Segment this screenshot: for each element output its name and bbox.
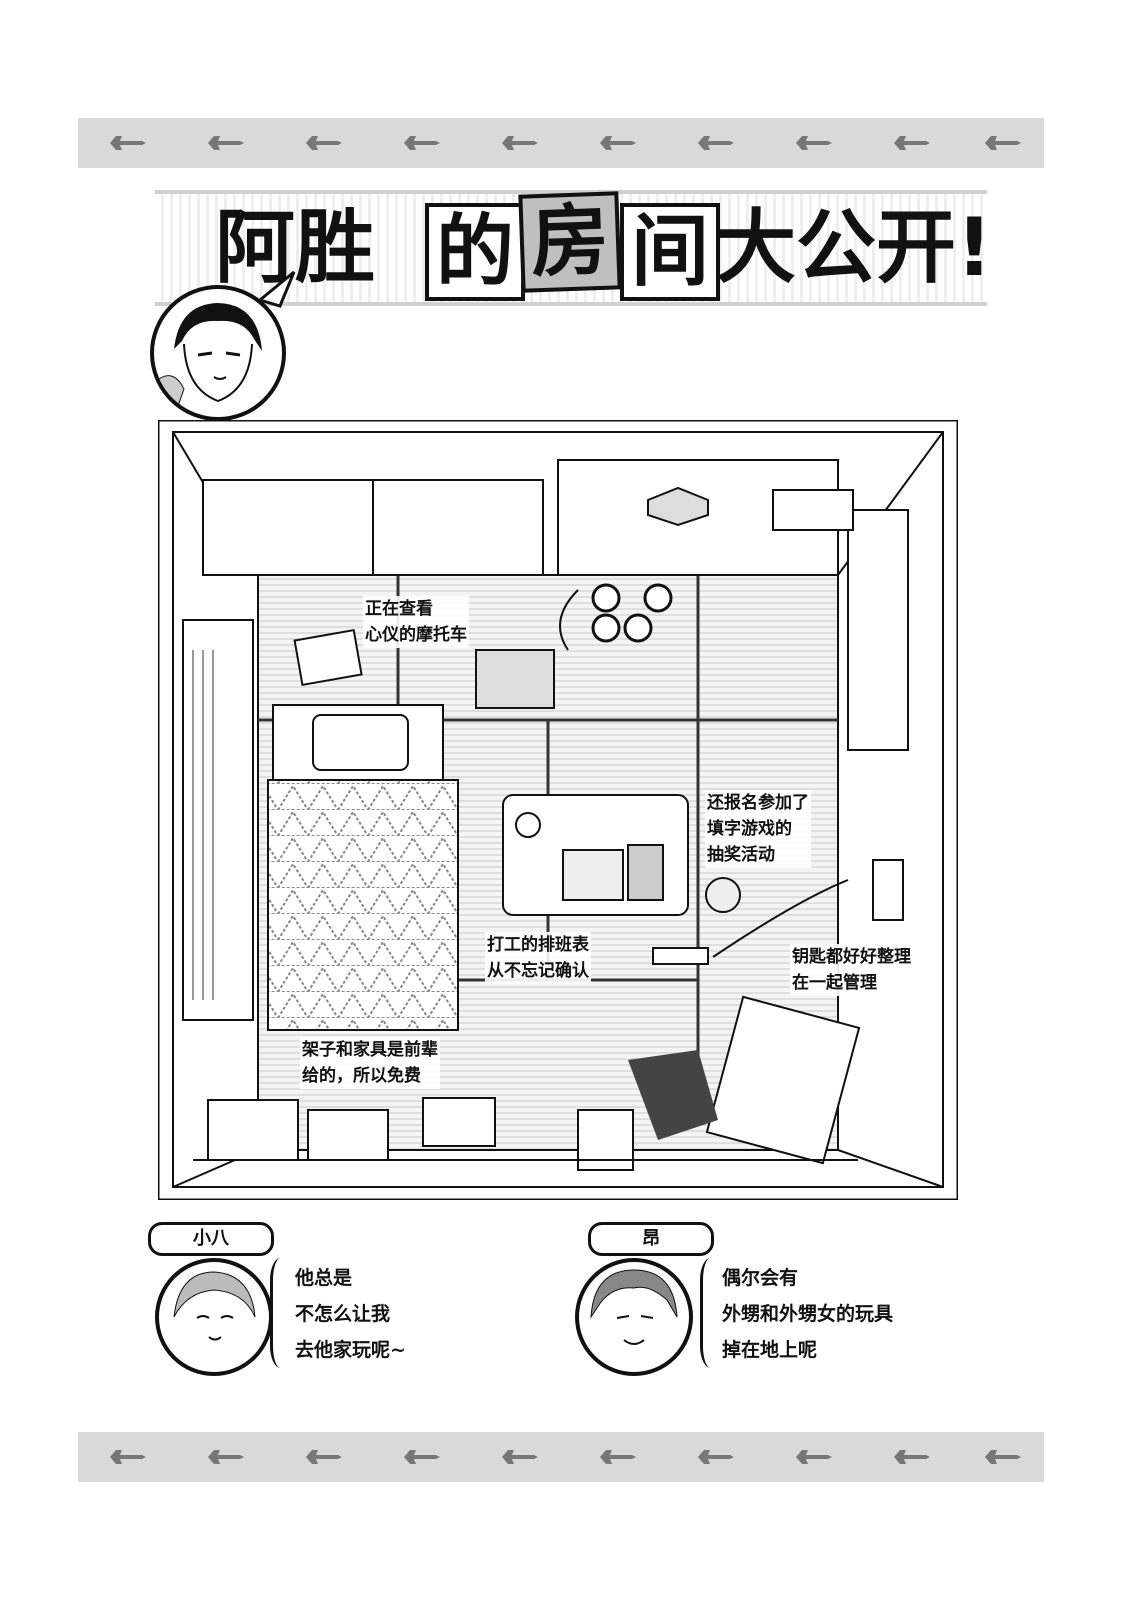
quote-bracket [700,1258,721,1368]
annotation-keys: 钥匙都好好整理在一起管理 [790,944,913,996]
title-char-box-highlight: 房 [518,191,622,293]
wrench-icon [796,136,832,150]
title-rest: 大公开! [716,201,993,294]
room-floorplan-illustration [158,420,958,1200]
title-name: 阿胜 [215,201,375,294]
speech-tail [258,270,296,308]
wrench-icon [502,136,538,150]
wrench-icon [894,136,930,150]
wrench-icon [208,1450,244,1464]
character-avatar [575,1258,693,1376]
title-char-box: 的 [425,203,525,301]
wrench-icon [110,136,146,150]
annotation-schedule: 打工的排班表从不忘记确认 [485,932,591,984]
character-avatar [155,1258,273,1376]
wrench-icon [600,1450,636,1464]
wrench-icon [600,136,636,150]
character-comment: 偶尔会有外甥和外甥女的玩具掉在地上呢 [722,1267,894,1361]
wrench-icon [208,136,244,150]
wrench-icon [404,1450,440,1464]
annotation-lottery: 还报名参加了填字游戏的抽奖活动 [705,790,811,868]
wrench-icon [698,136,734,150]
annotation-motorcycle: 正在查看心仪的摩托车 [363,596,469,648]
wrench-icon [306,1450,342,1464]
wrench-icon [796,1450,832,1464]
wrench-icon [985,1450,1021,1464]
wrench-icon [894,1450,930,1464]
decorative-band-bottom [78,1432,1044,1482]
wrench-icon [985,136,1021,150]
wrench-icon [110,1450,146,1464]
wrench-icon [404,136,440,150]
decorative-band-top [78,118,1044,168]
quote-bracket [270,1258,291,1368]
annotation-furniture: 架子和家具是前辈给的，所以免费 [300,1037,440,1089]
title-char-box: 间 [620,203,720,301]
character-name-tab: 昂 [588,1222,714,1256]
wrench-icon [502,1450,538,1464]
character-comment: 他总是不怎么让我去他家玩呢~ [295,1267,406,1361]
wrench-icon [306,136,342,150]
character-name-tab: 小八 [148,1222,274,1256]
wrench-icon [698,1450,734,1464]
character-avatar [150,285,286,421]
